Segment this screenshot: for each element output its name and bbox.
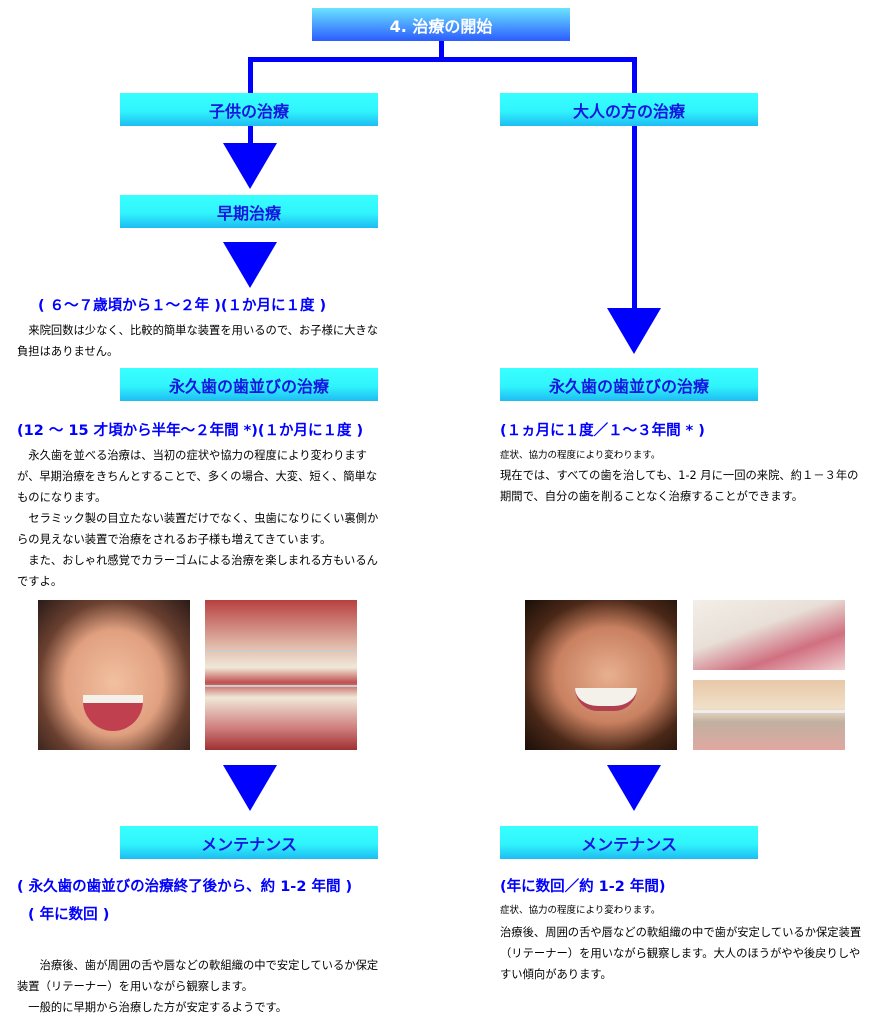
wire bbox=[693, 710, 845, 713]
adult-maint-text: 治療後、周囲の舌や唇などの軟組織の中で歯が安定しているか保定装置（リテーナー）を… bbox=[500, 926, 862, 981]
adult-perm-text: 現在では、すべての歯を治しても、1-2 月に一回の来院、約１－３年の期間で、自分… bbox=[500, 469, 859, 503]
connector-line bbox=[248, 57, 253, 93]
child-perm-period: (12 ～ 15 才頃から半年～２年間 *)(１か月に１度 ) bbox=[17, 423, 364, 439]
child-perm-text: 永久歯を並べる治療は、当初の症状や協力の程度により変わりますが、早期治療をきちん… bbox=[17, 445, 382, 592]
connector-line bbox=[248, 126, 253, 144]
connector-line bbox=[632, 57, 637, 93]
child-maint-frequency: ( 年に数回 ) bbox=[28, 907, 110, 923]
adult-perm-note: 症状、協力の程度により変わります。 bbox=[500, 450, 661, 461]
title-box: 4. 治療の開始 bbox=[312, 8, 570, 41]
lingual-braces-photo bbox=[693, 600, 845, 670]
child-smile-photo bbox=[38, 600, 190, 750]
wire bbox=[205, 650, 357, 652]
adult-permanent-teeth-box: 永久歯の歯並びの治療 bbox=[500, 368, 758, 401]
child-treatment-box: 子供の治療 bbox=[120, 93, 378, 126]
paragraph: 永久歯を並べる治療は、当初の症状や協力の程度により変わりますが、早期治療をきちん… bbox=[17, 449, 378, 504]
adult-maintenance-box: メンテナンス bbox=[500, 826, 758, 859]
child-maint-text: 治療後、歯が周囲の舌や唇などの軟組織の中で安定しているか保定装置（リテーナー）を… bbox=[17, 955, 387, 1018]
adult-smile-photo bbox=[525, 600, 677, 750]
colored-braces-photo bbox=[205, 600, 357, 750]
connector-line bbox=[248, 57, 637, 62]
connector-line bbox=[439, 41, 444, 61]
early-text: 来院回数は少なく、比較的簡単な装置を用いるので、お子様に大きな負担はありません。 bbox=[17, 324, 379, 358]
mouth-shape bbox=[83, 695, 143, 731]
child-maint-period: ( 永久歯の歯並びの治療終了後から、約 1-2 年間 ) bbox=[17, 879, 353, 895]
early-period: ( ６～７歳頃から１～２年 )(１か月に１度 ) bbox=[38, 298, 327, 314]
paragraph: 治療後、歯が周囲の舌や唇などの軟組織の中で安定しているか保定装置（リテーナー）を… bbox=[17, 959, 379, 993]
arrow-down-icon bbox=[607, 308, 661, 354]
wire bbox=[205, 685, 357, 687]
connector-line bbox=[632, 126, 637, 310]
mouth-shape bbox=[575, 688, 637, 711]
arrow-down-icon bbox=[607, 765, 661, 811]
arrow-down-icon bbox=[223, 143, 277, 189]
adult-maint-note: 症状、協力の程度により変わります。 bbox=[500, 905, 661, 916]
arrow-down-icon bbox=[223, 765, 277, 811]
retainer-photo bbox=[693, 680, 845, 750]
paragraph: セラミック製の目立たない装置だけでなく、虫歯になりにくい裏側からの見えない装置で… bbox=[17, 512, 379, 546]
paragraph: また、おしゃれ感覚でカラーゴムによる治療を楽しまれる方もいるんですよ。 bbox=[17, 554, 378, 588]
child-permanent-teeth-box: 永久歯の歯並びの治療 bbox=[120, 368, 378, 401]
early-treatment-box: 早期治療 bbox=[120, 195, 378, 228]
adult-treatment-box: 大人の方の治療 bbox=[500, 93, 758, 126]
adult-maint-period: (年に数回／約 1-2 年間) bbox=[500, 879, 666, 895]
adult-perm-period: (１ヵ月に１度／１～３年間 * ) bbox=[500, 423, 705, 439]
paragraph: 一般的に早期から治療した方が安定するようです。 bbox=[17, 1001, 287, 1014]
child-maintenance-box: メンテナンス bbox=[120, 826, 378, 859]
arrow-down-icon bbox=[223, 242, 277, 288]
